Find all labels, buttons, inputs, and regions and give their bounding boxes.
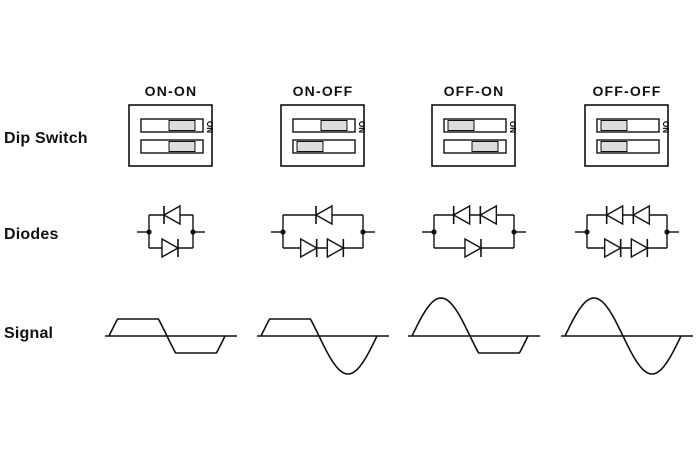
signal-0 [105,318,237,354]
dip-switch-housing [128,104,213,167]
signal-3 [561,297,693,375]
dip-switch-housing [431,104,516,167]
switch-2-knob [471,141,499,152]
junction-left [431,229,437,235]
diode-bottom-1 [464,237,483,259]
switch-on-label: ON [508,121,517,133]
diode-bottom-1 [161,237,180,259]
diode-network-1 [271,204,375,259]
diode-top-1 [605,204,624,226]
signal-2 [408,297,540,354]
diode-network-0 [137,204,205,259]
junction-right [511,229,517,235]
row-label-signal: Signal [4,325,54,342]
signal-waveform [260,318,378,375]
column-title-off-on: OFF-ON [443,83,505,99]
switch-1-knob [447,120,475,131]
signal-1 [257,318,389,375]
switch-1-knob [600,120,628,131]
junction-right [664,229,670,235]
junction-left [584,229,590,235]
diode-top-2 [631,204,651,226]
column-title-on-on: ON-ON [144,83,198,99]
column-title-on-off: ON-OFF [292,83,354,99]
switch-1-knob [320,120,348,131]
dip-switch-0: ON [128,104,214,167]
junction-left [280,229,286,235]
diode-top-1 [452,204,471,226]
column-title-off-off: OFF-OFF [592,83,662,99]
junction-right [360,229,366,235]
dip-switch-housing [584,104,669,167]
dip-switch-1: ON [280,104,366,167]
switch-on-label: ON [357,121,366,133]
switch-on-label: ON [661,121,670,133]
dip-switch-housing [280,104,365,167]
switch-2-knob [296,141,324,152]
diode-bottom-2 [326,237,345,259]
junction-right [190,229,196,235]
diode-bottom-1 [603,237,623,259]
switch-on-label: ON [205,121,214,133]
switch-1-knob [168,120,196,131]
diode-top-2 [478,204,498,226]
dip-switch-2: ON [431,104,517,167]
diode-network-3 [575,204,679,259]
diode-top-1 [314,204,333,226]
switch-2-knob [168,141,196,152]
row-label-dip-switch: Dip Switch [4,130,88,147]
diode-top-1 [162,204,181,226]
diode-network-2 [422,204,526,259]
signal-waveform [564,297,682,375]
switch-2-knob [600,141,628,152]
junction-left [146,229,152,235]
diode-bottom-2 [630,237,649,259]
dip-switch-3: ON [584,104,670,167]
diode-bottom-1 [299,237,319,259]
signal-waveform [411,297,529,354]
row-label-diodes: Diodes [4,226,59,243]
signal-waveform [108,318,226,354]
